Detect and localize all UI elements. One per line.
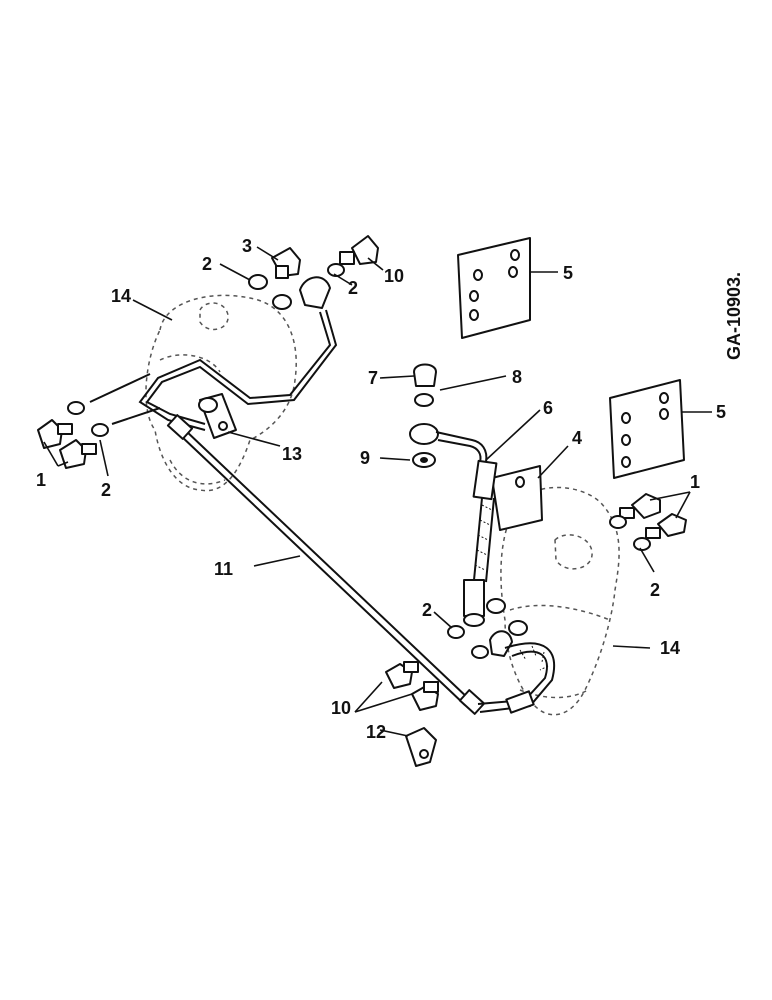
callout-2-upper-left: 2 [202,254,212,274]
lower-hose [477,642,556,714]
callout-2-left: 2 [101,480,111,500]
callout-11: 11 [214,559,233,579]
pipe-clip [198,393,237,439]
callout-8: 8 [512,367,522,387]
mounting-plate-top [457,237,531,339]
callout-13: 13 [282,444,302,464]
lower-bolts [385,661,439,711]
callout-14-right: 14 [660,638,680,658]
right-bolts [609,493,687,551]
callout-10-upper: 10 [384,266,404,286]
mounting-plate-bottom [609,379,685,479]
callout-4: 4 [572,428,582,448]
upper-fuel-pipe [138,309,338,431]
callout-7: 7 [368,368,378,388]
leader-lines [43,246,712,737]
callout-1-right: 1 [690,472,700,492]
callout-6: 6 [543,398,553,418]
callout-numbers: 1 2 2 3 2 10 14 13 11 10 12 2 2 14 1 5 5… [36,236,726,742]
clip [405,727,437,767]
callout-2-upper-right: 2 [348,278,358,298]
figure-reference: GA-10903. [724,272,744,360]
callout-14-left: 14 [111,286,131,306]
lower-fittings [447,598,528,659]
callout-10-lower: 10 [331,698,351,718]
callout-3: 3 [242,236,252,256]
callout-9: 9 [360,448,370,468]
left-bolts [37,373,161,469]
callout-12: 12 [366,722,386,742]
callout-1-left: 1 [36,470,46,490]
right-filter-housing [500,486,620,716]
left-filter-housing [145,294,297,492]
callout-5-top: 5 [563,263,573,283]
banjo-bolt-assembly [412,363,437,468]
upper-fittings [248,235,379,310]
flexible-hose [409,423,498,627]
callout-5-bottom: 5 [716,402,726,422]
fuel-line [166,414,486,715]
bracket [491,465,543,531]
callout-2-right: 2 [650,580,660,600]
callout-2-lower: 2 [422,600,432,620]
